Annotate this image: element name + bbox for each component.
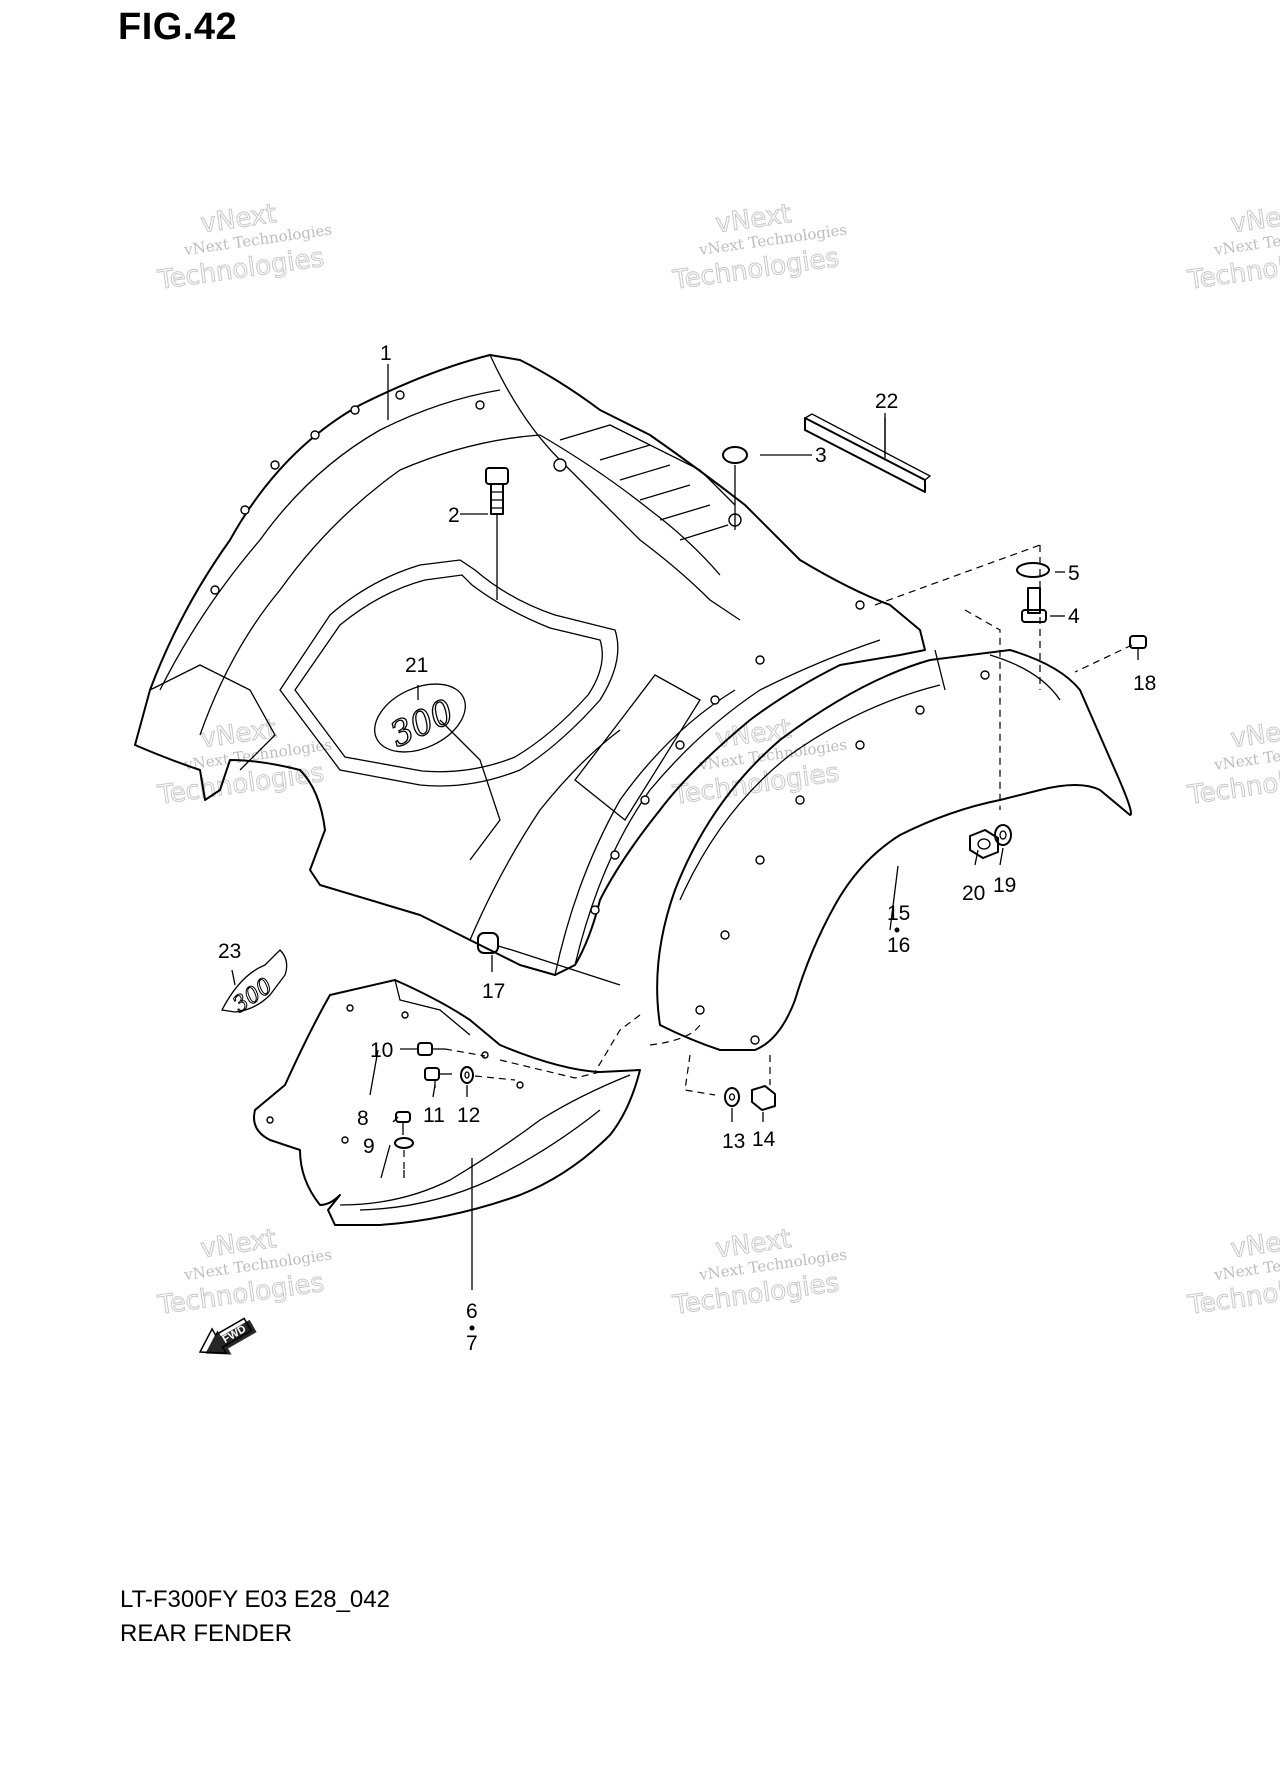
watermark-group: Technologies vNext Technologies vNext Te… [155,199,1280,1322]
callout-separator-dot [894,927,900,933]
callout-5: 5 [1068,562,1080,585]
callout-2: 2 [448,504,460,527]
callout-8: 8 [357,1107,369,1130]
screw-17 [477,932,621,986]
callout-separator-dot [469,1325,475,1331]
callout-7: 7 [466,1332,478,1355]
callout-17: 17 [482,980,505,1003]
watermark: Technologies vNext Technologies vNext [155,1224,333,1322]
callout-9: 9 [363,1135,375,1158]
callout-18: 18 [1133,672,1156,695]
bolt-2 [485,467,509,600]
callout-16: 16 [887,934,910,957]
washer-5 [1016,562,1065,578]
callout-21: 21 [405,654,428,677]
rear-fender-body: 300 [134,354,926,976]
callout-6: 6 [466,1300,478,1323]
nut-14 [751,1085,776,1111]
leader-lines [231,364,1004,1290]
watermark-text: vNext [1229,199,1280,239]
callout-labels: 1 2 3 4 5 6 7 8 9 10 11 12 13 14 15 16 1… [218,342,1156,1355]
watermark: Technologies vNext Technologies vNext [155,199,333,297]
screw-11 [424,1067,452,1088]
watermark: Technologies vNext Technologies vNext [1185,199,1280,297]
watermark: Technologies vNext Technologies vNext [155,714,333,812]
screw-18 [1074,635,1147,673]
washer-12 [460,1066,516,1084]
callout-15: 15 [887,902,910,925]
callout-1: 1 [380,342,392,365]
washer-9 [394,1137,414,1178]
mud-flap-15-16 [656,544,1132,1051]
callout-13: 13 [722,1130,745,1153]
callout-11: 11 [423,1104,445,1127]
watermark: Technologies vNext Technologies vNext [670,199,848,297]
splash-guard-6-7 [253,979,701,1226]
nut-20 [969,829,999,859]
emblem-300: 300 [374,683,466,756]
figure-title: FIG.42 [118,6,238,48]
callout-4: 4 [1068,605,1080,628]
watermark: Technologies vNext Technologies vNext [670,714,848,812]
callout-3: 3 [815,444,827,467]
watermark: Technologies vNext Technologies vNext [670,1224,848,1322]
emblem-text: 300 [384,692,460,756]
washer-13 [724,1087,740,1107]
watermark-text: vNext [1229,1224,1280,1264]
watermark-text: vNext [1229,714,1280,754]
screw-8 [395,1111,411,1135]
callout-19: 19 [993,874,1016,897]
callout-10: 10 [370,1039,393,1062]
watermark: Technologies vNext Technologies vNext [1185,714,1280,812]
model-code: LT-F300FY E03 E28_042 [120,1586,390,1613]
callout-23: 23 [218,940,241,963]
watermark: Technologies vNext Technologies vNext [1185,1224,1280,1322]
section-name: REAR FENDER [120,1620,293,1647]
bolt-4 [1021,587,1065,623]
washer-19 [994,824,1012,846]
fwd-arrow-icon: FWD [198,1317,257,1355]
grommet-3 [722,446,812,530]
screw-10 [417,1042,486,1057]
callout-12: 12 [457,1104,480,1127]
callout-14: 14 [752,1128,776,1151]
callout-22: 22 [875,390,898,413]
callout-20: 20 [962,882,985,905]
